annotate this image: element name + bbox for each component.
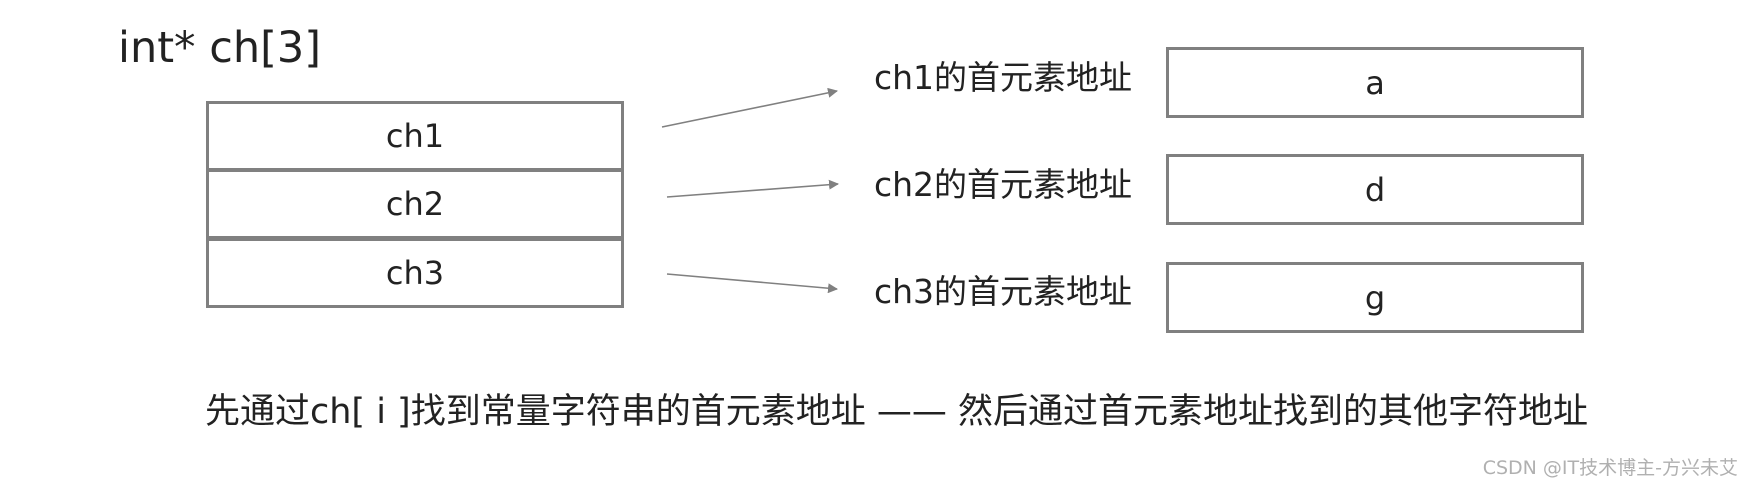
array-cell-ch3: ch3 — [206, 238, 624, 308]
value-text: d — [1364, 170, 1386, 209]
value-text: g — [1364, 278, 1386, 317]
value-box-a: a — [1166, 47, 1584, 118]
array-cell-ch1: ch1 — [206, 101, 624, 171]
target-label-ch2: ch2的首元素地址 — [874, 165, 1133, 204]
declaration-title: int* ch[3] — [118, 23, 322, 73]
arrow-ch1 — [661, 87, 838, 128]
value-box-g: g — [1166, 262, 1584, 333]
arrow-ch3 — [666, 273, 838, 294]
value-box-d: d — [1166, 154, 1584, 225]
target-label-ch1: ch1的首元素地址 — [874, 58, 1133, 97]
array-cell-ch2: ch2 — [206, 169, 624, 239]
csdn-watermark: CSDN @IT技术博主-方兴未艾 — [1482, 457, 1738, 479]
array-cell-label: ch1 — [385, 117, 445, 155]
value-text: a — [1365, 63, 1385, 102]
array-cell-label: ch3 — [385, 254, 445, 292]
arrow-ch2 — [666, 179, 839, 198]
target-label-ch3: ch3的首元素地址 — [874, 272, 1133, 311]
array-cell-label: ch2 — [385, 185, 445, 223]
explanation-caption: 先通过ch[ i ]找到常量字符串的首元素地址 —— 然后通过首元素地址找到的其… — [205, 392, 1588, 432]
